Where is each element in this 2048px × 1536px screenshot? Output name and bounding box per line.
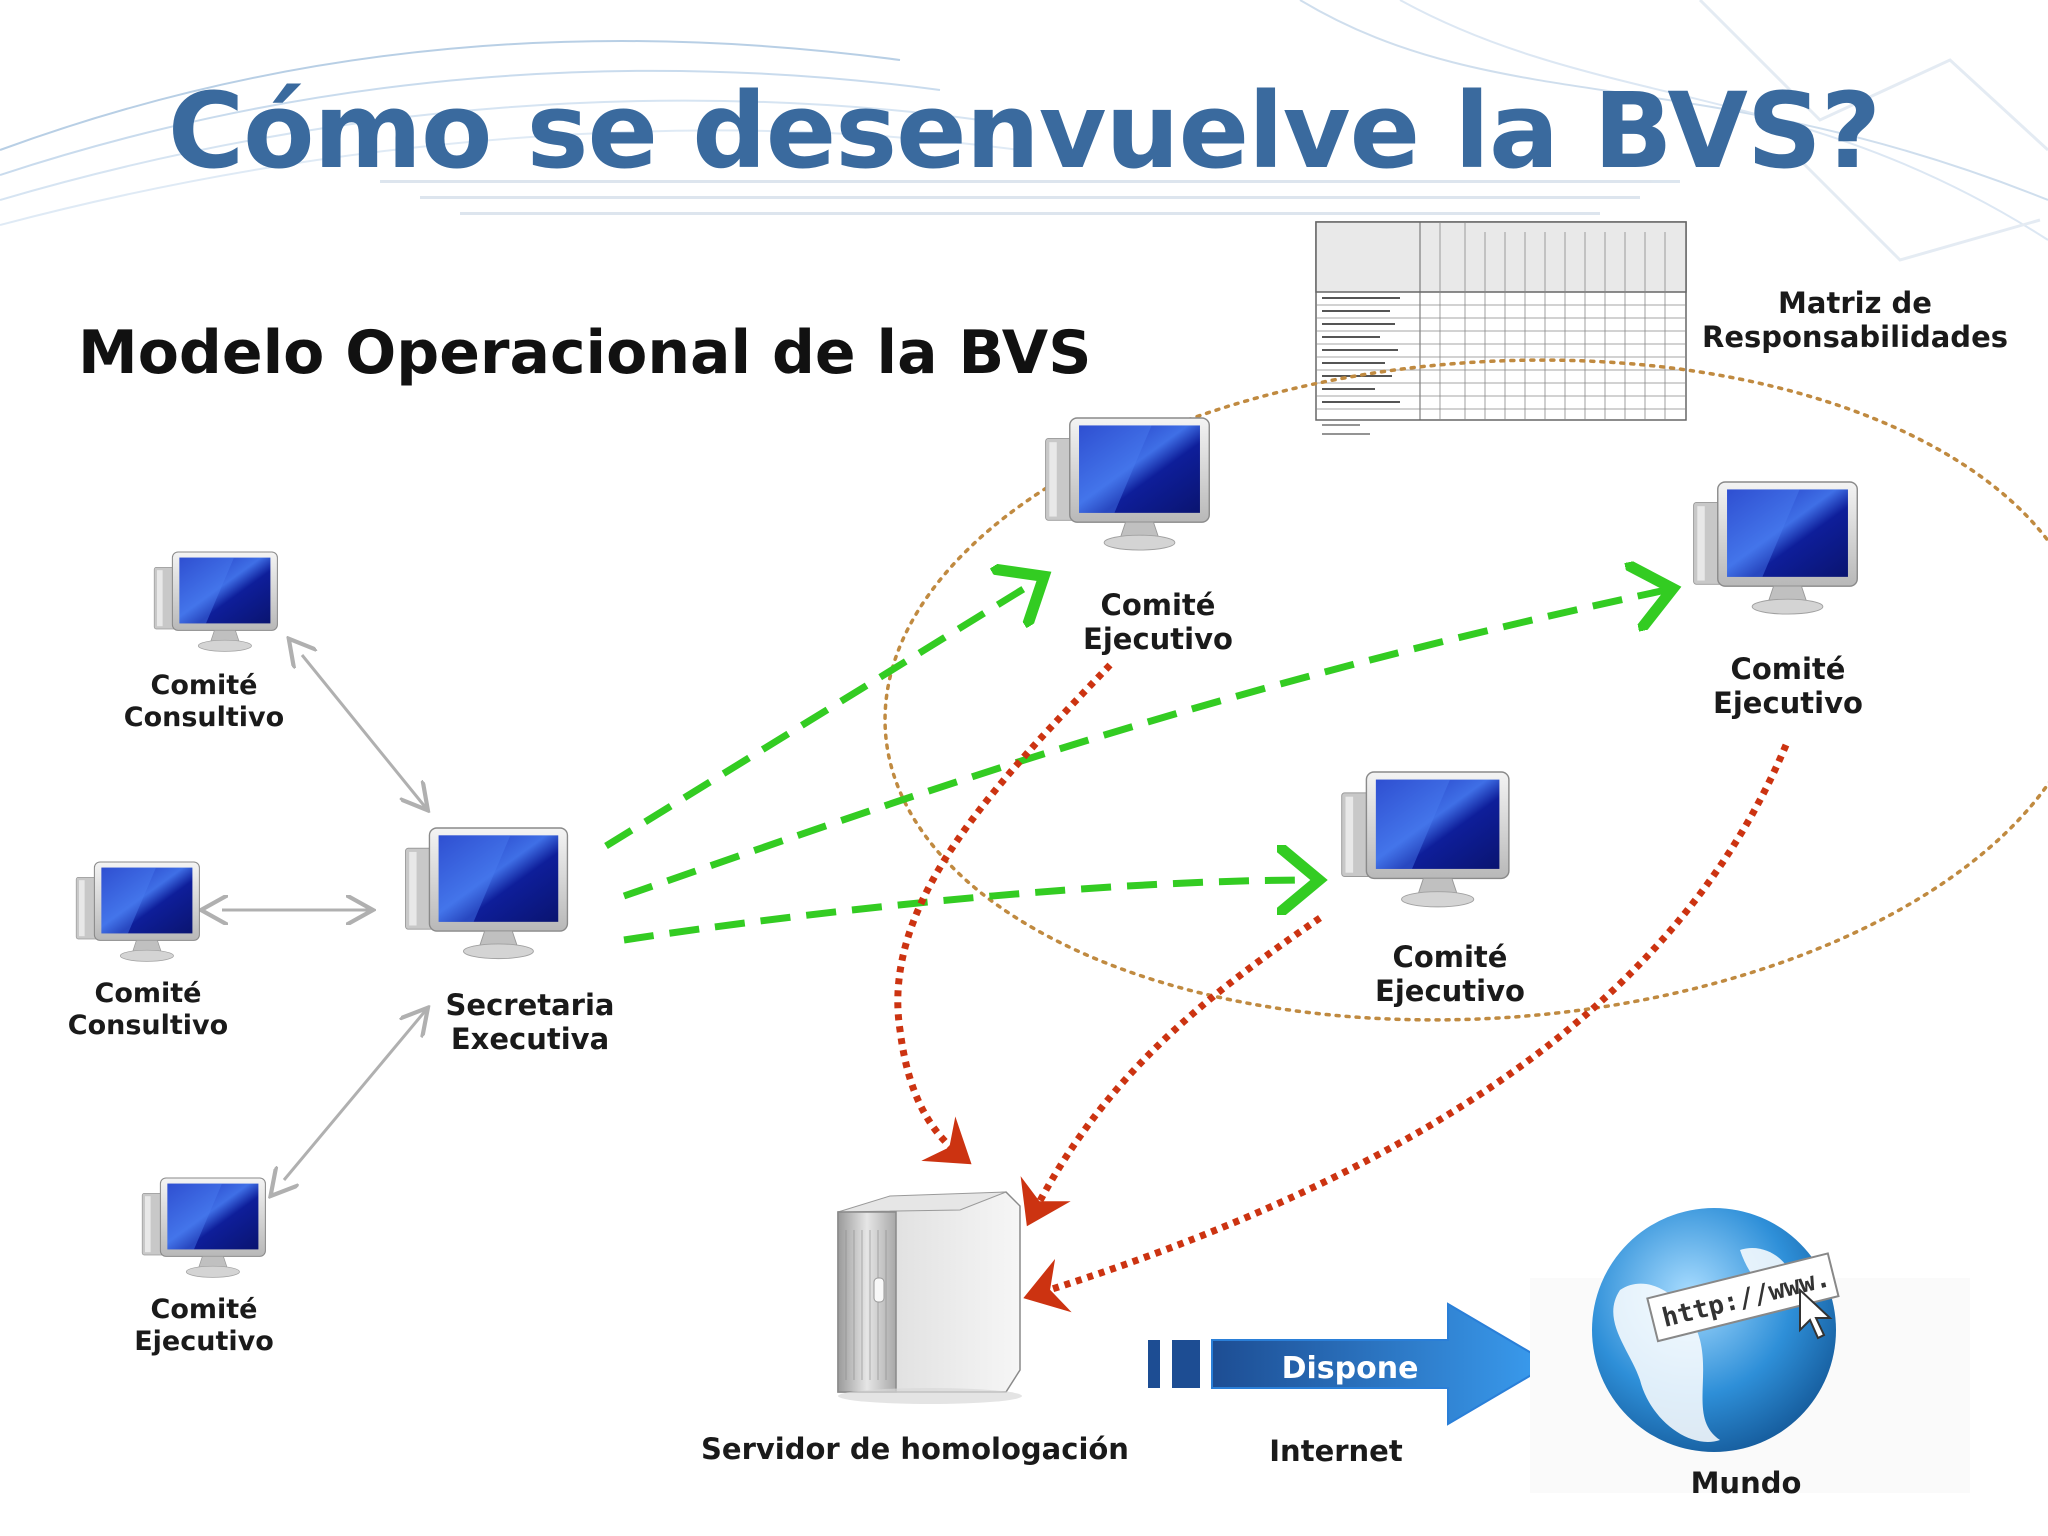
- internet-arrow: Dispone: [1148, 1302, 1552, 1426]
- globe-icon: http://www.: [1530, 1208, 1970, 1493]
- slide-title: Cómo se desenvuelve la BVS?: [167, 70, 1881, 192]
- background-decoration: [0, 0, 2048, 262]
- node-ejecutivo-left: Comité Ejecutivo: [134, 1294, 274, 1357]
- computer-icon: [75, 861, 200, 962]
- consultation-arrows: [222, 655, 426, 1180]
- computer-icon: [1044, 417, 1210, 551]
- computer-icon: [153, 551, 278, 652]
- internet-label: Internet: [1269, 1434, 1403, 1468]
- node-ejecutivo-center: Comité Ejecutivo: [1375, 940, 1525, 1009]
- delegation-arrows: [604, 580, 1666, 944]
- computer-icon: [141, 1177, 266, 1278]
- node-secretaria: Secretaria Executiva: [445, 988, 615, 1057]
- dispone-label: Dispone: [1282, 1351, 1419, 1386]
- responsibility-matrix-thumbnail: [1315, 221, 1687, 435]
- executive-committee-group: [883, 358, 2048, 1022]
- matrix-label: Matriz de Responsabilidades: [1701, 286, 2008, 355]
- server-label: Servidor de homologación: [701, 1432, 1129, 1466]
- world-label: Mundo: [1690, 1466, 1802, 1500]
- publication-arrows: [894, 662, 1790, 1313]
- node-ejecutivo-right: Comité Ejecutivo: [1713, 652, 1863, 721]
- dot-pattern: [380, 180, 1680, 215]
- computer-icon: [1692, 481, 1858, 615]
- server-icon: [837, 1191, 1022, 1404]
- computer-icon: [1340, 771, 1510, 908]
- node-consultivo-top: Comité Consultivo: [123, 670, 285, 733]
- node-ejecutivo-top: Comité Ejecutivo: [1083, 588, 1233, 657]
- slide-subtitle: Modelo Operacional de la BVS: [78, 318, 1092, 388]
- computer-icon: [404, 827, 569, 960]
- node-consultivo-mid: Comité Consultivo: [67, 978, 229, 1041]
